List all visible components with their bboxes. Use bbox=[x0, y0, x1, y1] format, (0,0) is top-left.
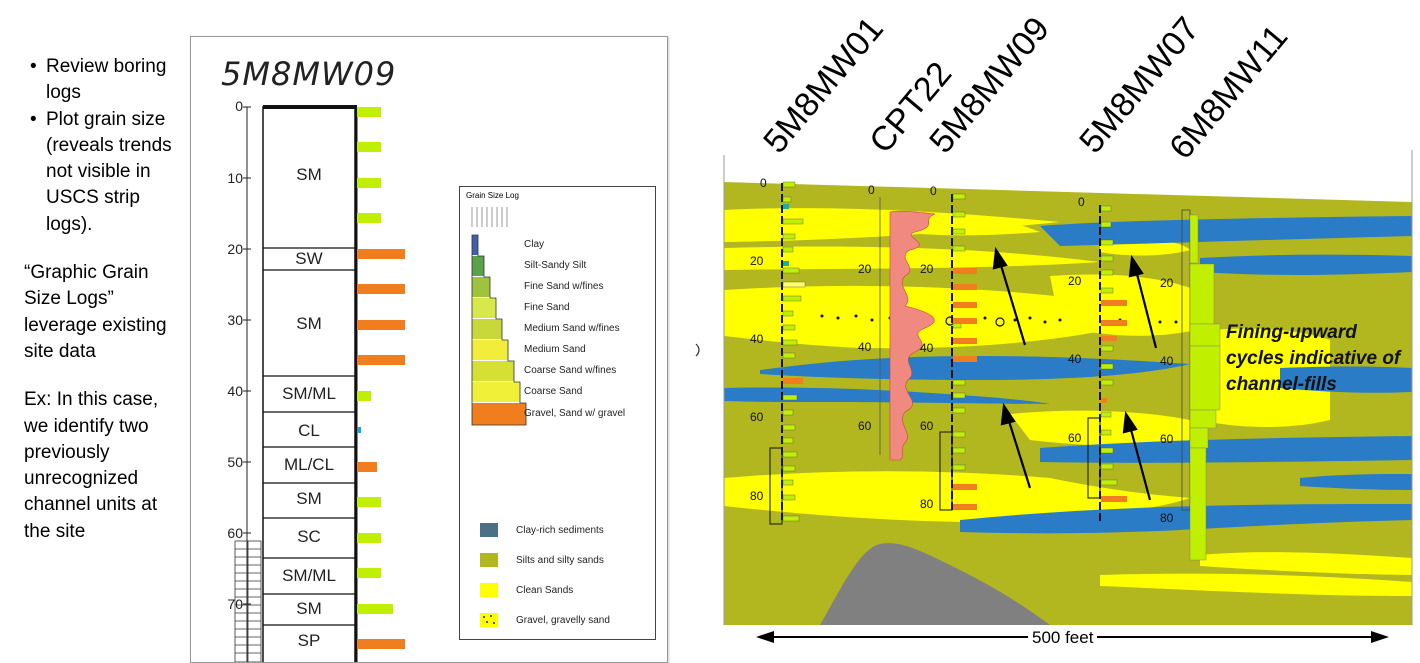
summary-text: Review boring logs Plot grain size (reve… bbox=[24, 54, 179, 545]
legend-facies-label: Clay-rich sediments bbox=[516, 525, 604, 536]
legend-title: Grain Size Log bbox=[466, 191, 519, 200]
legend-grain-label: Clay bbox=[524, 239, 545, 250]
depth-label: 60 bbox=[920, 419, 934, 433]
legend-grain-label: Fine Sand bbox=[524, 302, 570, 313]
depth-tick: 50 bbox=[227, 454, 243, 470]
depth-label: 20 bbox=[1068, 274, 1082, 288]
legend-grain-label: Silt-Sandy Silt bbox=[524, 260, 587, 271]
bullet-item: Review boring logs bbox=[24, 54, 179, 107]
depth-label: 0 bbox=[760, 176, 767, 190]
legend-grain-label: Gravel, Sand w/ gravel bbox=[524, 408, 626, 419]
legend-swatch bbox=[480, 553, 498, 567]
legend-swatch bbox=[480, 523, 498, 537]
depth-tick: 10 bbox=[227, 170, 243, 186]
scale-bar-label: 500 feet bbox=[1028, 628, 1098, 648]
depth-label: 60 bbox=[750, 410, 764, 424]
paragraph: Ex: In this case, we identify two previo… bbox=[24, 389, 159, 542]
grain-size-staircase bbox=[471, 207, 527, 426]
boring-log-panel: 5M8MW09 0 10 20 30 40 50 60 70 bbox=[190, 36, 668, 663]
depth-label: 20 bbox=[1160, 276, 1174, 290]
depth-label: 20 bbox=[858, 262, 872, 276]
uscs-unit-label: SW bbox=[295, 249, 323, 268]
uscs-unit-label: SC bbox=[297, 527, 321, 546]
depth-label: 0 bbox=[930, 184, 937, 198]
uscs-unit-label: SP bbox=[297, 631, 321, 650]
legend-grain-label: Medium Sand w/fines bbox=[524, 323, 620, 334]
depth-tick: 30 bbox=[227, 312, 243, 328]
legend-grain-label: Fine Sand w/fines bbox=[524, 281, 604, 292]
depth-label: 80 bbox=[1160, 511, 1174, 525]
depth-label: 40 bbox=[858, 340, 872, 354]
depth-label: 80 bbox=[920, 497, 934, 511]
depth-label: 80 bbox=[750, 489, 764, 503]
bullet-list: Review boring logs Plot grain size (reve… bbox=[24, 54, 179, 238]
depth-tick: 0 bbox=[235, 98, 243, 114]
uscs-unit-label: ML/CL bbox=[283, 455, 335, 474]
legend-grain-label: Coarse Sand bbox=[524, 386, 583, 397]
legend-facies-label: Clean Sands bbox=[516, 585, 574, 596]
depth-tick: 40 bbox=[227, 383, 243, 399]
uscs-unit-label: SM bbox=[296, 489, 322, 508]
legend-swatch bbox=[480, 583, 498, 597]
uscs-unit-label: SM bbox=[296, 165, 322, 184]
legend-facies-label: Silts and silty sands bbox=[516, 555, 604, 566]
legend-swatch bbox=[480, 613, 498, 627]
fining-upward-annotation: Fining-upward cycles indicative of chann… bbox=[1226, 322, 1401, 395]
depth-label: 20 bbox=[750, 254, 764, 268]
uscs-unit-label: SM bbox=[296, 314, 322, 333]
depth-label: 0 bbox=[1078, 195, 1085, 209]
depth-label: 40 bbox=[920, 341, 934, 355]
log-column-graphic bbox=[234, 105, 405, 662]
paragraph: “Graphic Grain Size Logs” leverage exist… bbox=[24, 262, 167, 362]
legend-grain-label: Medium Sand bbox=[524, 344, 586, 355]
uscs-unit-label: CL bbox=[298, 421, 320, 440]
depth-label: 40 bbox=[1068, 352, 1082, 366]
depth-tick: 20 bbox=[227, 241, 243, 257]
legend-box: Grain Size Log Cla bbox=[459, 186, 656, 640]
uscs-unit-label: SM bbox=[296, 599, 322, 618]
depth-label: 60 bbox=[858, 419, 872, 433]
uscs-unit-label: SM/ML bbox=[282, 384, 336, 403]
depth-tick: 60 bbox=[227, 525, 243, 541]
depth-label: 60 bbox=[1160, 432, 1174, 446]
depth-label: 40 bbox=[750, 332, 764, 346]
log-title: 5M8MW09 bbox=[221, 55, 397, 93]
depth-label: 60 bbox=[1068, 431, 1082, 445]
depth-label: 40 bbox=[1160, 354, 1174, 368]
legend-facies-label: Gravel, gravelly sand bbox=[516, 615, 610, 626]
depth-label: 20 bbox=[920, 262, 934, 276]
depth-label: 0 bbox=[868, 183, 875, 197]
uscs-unit-label: SM/ML bbox=[282, 566, 336, 585]
bullet-item: Plot grain size (reveals trends not visi… bbox=[24, 107, 179, 238]
legend-grain-label: Coarse Sand w/fines bbox=[524, 365, 617, 376]
